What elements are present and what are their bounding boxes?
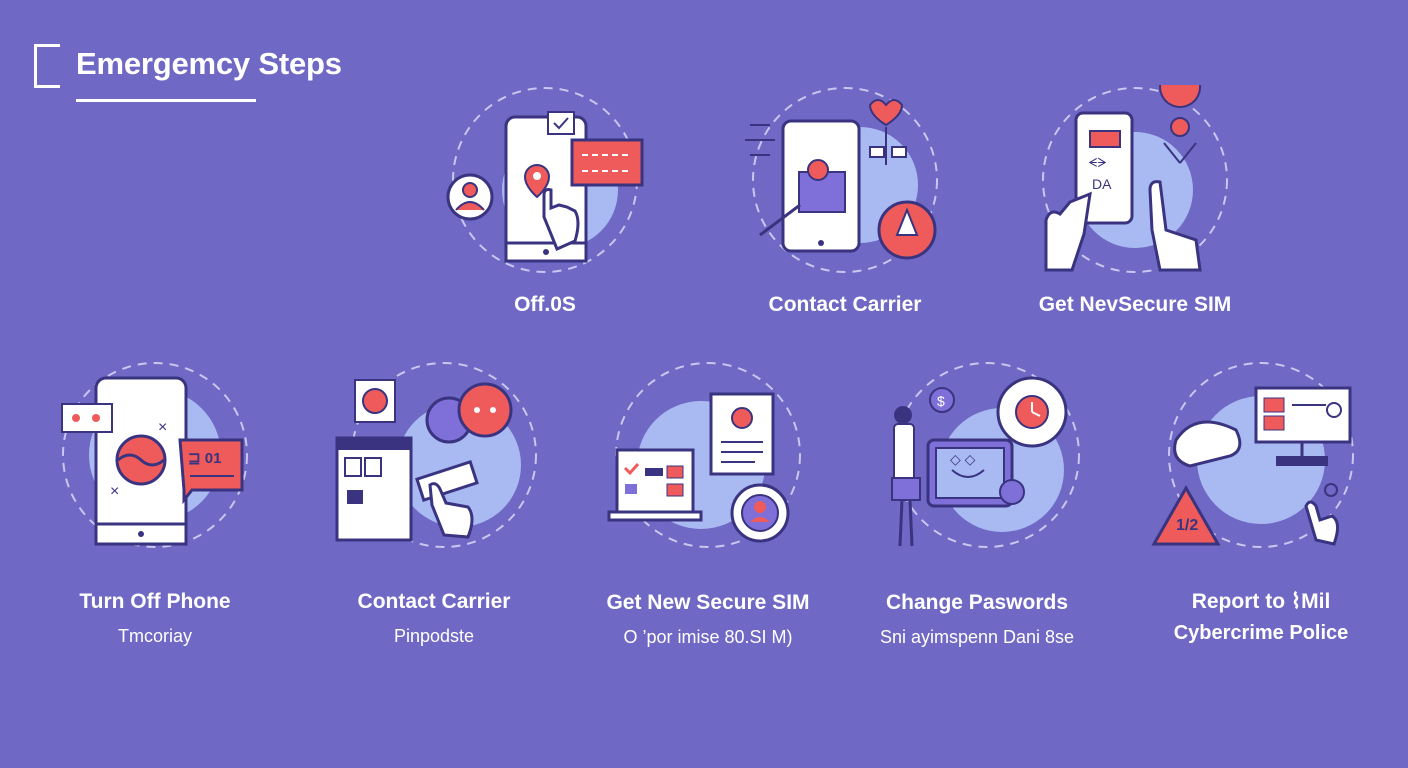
step-contact-carrier-top[interactable]: Contact Carrier: [720, 85, 970, 325]
step-sublabel: O ’por imise 80.SI M): [623, 627, 793, 647]
svg-text:$: $: [937, 393, 945, 409]
step-label: Change Paswords: [885, 591, 1069, 614]
step-label: Turn Off Phone: [79, 590, 231, 613]
step-get-new-secure-sim[interactable]: Get New Secure SIM O ’por imise 80.SI M): [583, 360, 833, 660]
step-sublabel: Sni ayimspenn Dani 8se: [879, 627, 1075, 647]
phone-map-pin-icon: [420, 85, 670, 285]
step-sublabel: Cybercrime Police: [1173, 622, 1349, 644]
password-screen-icon: ◇ ◇ $: [852, 360, 1102, 560]
step-change-passwords[interactable]: ◇ ◇ $ Change Paswords Sni ayimspenn Dani…: [852, 360, 1102, 660]
step-turn-off-phone[interactable]: × × ⊒ 01 Turn Off Phone Tmcoriay: [30, 360, 280, 660]
page-title: Emergemcy Steps: [76, 46, 342, 81]
report-alert-icon: 1/2: [1136, 360, 1386, 560]
step-report-police[interactable]: 1/2 Report to ⌇Mil Cybercrime Police: [1136, 360, 1386, 660]
step-contact-carrier[interactable]: Contact Carrier Pinpodste: [309, 360, 559, 660]
step-off-os[interactable]: Off.0S: [420, 85, 670, 325]
chat-tablet-icon: [309, 360, 559, 560]
step-sublabel: Tmcoriay: [117, 626, 192, 646]
svg-text:ᗕᗒ: ᗕᗒ: [1088, 155, 1107, 170]
svg-text:×: ×: [158, 419, 167, 436]
bracket-decoration: [34, 44, 60, 88]
title-underline: [76, 99, 256, 102]
step-label: Contact Carrier: [357, 590, 511, 613]
step-label: Off.0S: [514, 293, 576, 316]
step-sublabel: Pinpodste: [393, 626, 475, 646]
step-label: Report to ⌇Mil: [1191, 590, 1331, 613]
step-label: Get NevSecure SIM: [1038, 293, 1232, 316]
svg-text:×: ×: [110, 483, 119, 500]
laptop-id-icon: [583, 360, 833, 560]
svg-text:◇ ◇: ◇ ◇: [950, 451, 976, 467]
svg-text:DA: DA: [1092, 176, 1112, 192]
step-label: Get New Secure SIM: [606, 591, 810, 614]
phone-power-icon: × × ⊒ 01: [30, 360, 280, 560]
sim-tap-icon: ᗕᗒ DA: [1010, 85, 1260, 285]
phone-profile-icon: [720, 85, 970, 285]
svg-text:1/2: 1/2: [1176, 517, 1198, 534]
step-label: Contact Carrier: [768, 293, 922, 316]
step-get-secure-sim-top[interactable]: ᗕᗒ DA Get NevSecure SIM: [1010, 85, 1260, 325]
svg-text:⊒ 01: ⊒ 01: [188, 450, 221, 467]
